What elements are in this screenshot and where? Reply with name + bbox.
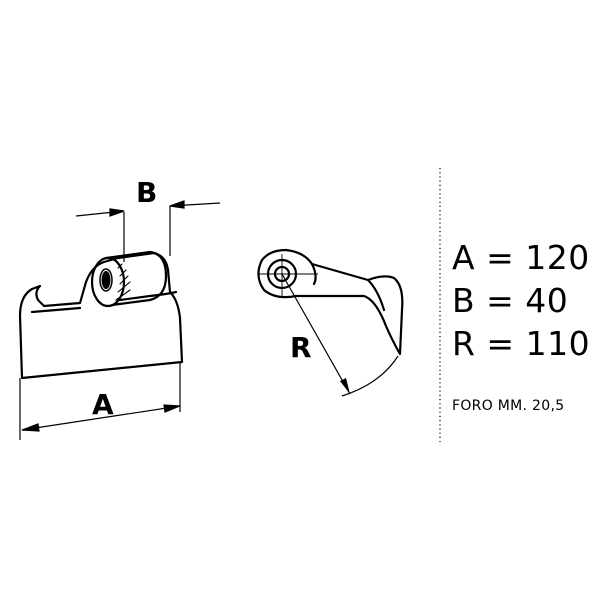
dimension-value: 110 [525,324,591,363]
pivot-shading [115,263,131,301]
dimension-a [19,362,181,440]
dim-a-line [21,405,181,431]
dimension-name: R [452,324,476,363]
pivot-hole-ring [99,268,113,292]
dim-r-arrow [340,378,350,394]
dimension-row-a: A = 120 [452,238,590,277]
dim-r-label: R [290,331,312,364]
hole-note: FORO MM. 20,5 [452,398,565,414]
dim-b-arrow-right [169,200,185,209]
dim-a-label: A [92,388,114,421]
dimension-value: 120 [525,238,590,277]
dim-a-arrow-left [21,423,40,432]
dimension-b [75,200,221,262]
dimension-value: 40 [525,281,569,320]
pivot-cylinder [104,250,168,307]
pivot-hole [101,271,111,289]
dim-b-arrow-left [109,208,125,217]
bracket-side-view [257,248,404,356]
bracket-body-outline [18,251,184,380]
dimension-row-b: B = 40 [452,281,569,320]
dimension-name: B [452,281,476,320]
dim-r-arc [341,355,399,397]
dimension-row-r: R = 110 [452,324,591,363]
dimension-name: A [452,238,476,277]
side-arm-inner-edge [310,262,386,312]
dimension-r [281,273,399,397]
dimension-list: A = 120 B = 40 R = 110 [452,236,590,365]
pivot-end-ellipse [90,256,126,308]
dim-b-label: B [136,176,157,209]
side-profile-outline [257,248,404,356]
bracket-perspective-view [18,250,184,380]
bracket-inner-edge [30,290,178,314]
dim-a-arrow-right [163,404,181,413]
dim-r-radius-line [281,273,351,395]
